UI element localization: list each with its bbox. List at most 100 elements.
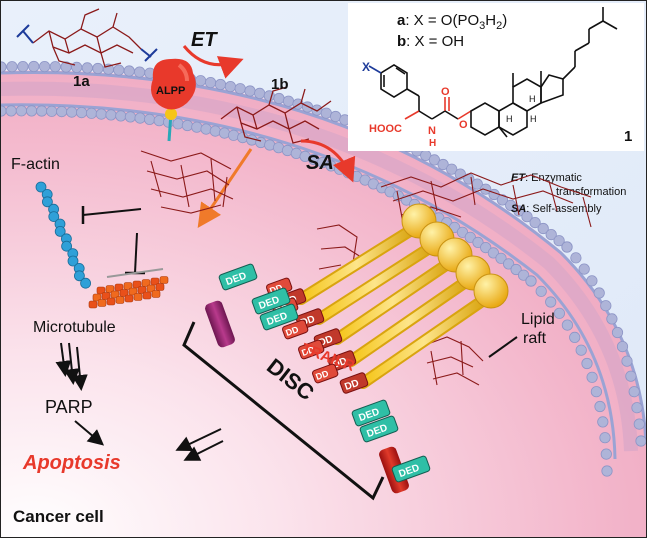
legend-a-close: )	[502, 12, 507, 29]
parp-label: PARP	[45, 397, 93, 417]
lipid-head	[586, 371, 598, 383]
lipid-head	[38, 60, 51, 73]
lipid-head	[244, 85, 256, 97]
tubulin-subunit	[119, 289, 129, 297]
actin-monomer	[54, 225, 66, 237]
actin-monomer	[48, 211, 60, 223]
lipid-head	[545, 229, 557, 241]
sa-key: SA	[511, 203, 526, 215]
lipid-head	[625, 370, 637, 382]
adaptor-dd-label: DD	[284, 324, 300, 338]
lipid-head	[5, 105, 17, 117]
trailr-receptors: DDDDDDDDDDDDDDDDDDDD	[266, 203, 509, 394]
lipid-head	[633, 418, 645, 430]
lipid-head	[578, 263, 590, 275]
tubulin-subunit	[96, 286, 106, 295]
lipid-head	[446, 163, 458, 175]
actin-monomer	[61, 240, 72, 252]
lipid-head	[521, 211, 533, 223]
receptor-ligand-ball	[473, 273, 509, 309]
f-actin-filament	[35, 181, 91, 289]
tubulin-subunit	[106, 297, 116, 306]
compound-1-label: 1	[624, 128, 632, 145]
lipid-head	[153, 115, 165, 127]
lipid-head	[570, 252, 582, 264]
lipid-head	[590, 386, 603, 398]
lipid-head	[228, 129, 240, 141]
lipid-head	[464, 231, 476, 243]
lipid-head	[144, 113, 156, 126]
lipid-head	[510, 263, 522, 276]
lipid-raft-pointer	[488, 336, 518, 358]
lipid-head	[71, 61, 83, 74]
lipid-head	[601, 465, 613, 477]
microtubule-label: Microtubule	[33, 319, 116, 336]
lipid-head	[545, 296, 557, 308]
parp-to-apoptosis-arrow	[74, 420, 105, 446]
adaptor-dd-label: DD	[300, 344, 316, 358]
tubulin-subunit	[151, 290, 161, 298]
lipid-head	[85, 107, 98, 119]
tubulin-subunit	[88, 300, 98, 309]
lipid-head	[209, 125, 221, 137]
lipid-head	[495, 252, 507, 264]
receptor-dd-box	[339, 372, 369, 394]
nanofiber-assembly-raft-top	[380, 172, 592, 228]
lipid-head	[480, 183, 492, 195]
lipid-head	[513, 205, 525, 217]
legend-b-key: b	[397, 33, 406, 50]
tubulin-subunit	[150, 277, 160, 286]
amide-n-label: N	[428, 125, 436, 137]
lipid-head	[218, 127, 231, 139]
tubulin-subunit	[124, 294, 134, 303]
apoptosis-label: Apoptosis	[22, 452, 121, 474]
lipid-head	[535, 285, 547, 297]
sa-arrow	[300, 139, 356, 183]
tubulin-subunit	[146, 284, 156, 293]
sa-label: SA	[306, 152, 334, 174]
lipid-head	[553, 307, 566, 319]
structure-panel	[348, 3, 644, 151]
tubulin-subunit	[132, 280, 142, 289]
lipid-head	[282, 95, 295, 107]
svg-text:b: X = OH: b: X = OH	[397, 33, 464, 50]
tubulin-subunit	[114, 283, 124, 292]
lipid-head	[561, 319, 574, 331]
disc-adaptor-right: DED DED DED	[351, 399, 431, 494]
tubulin-subunit	[141, 279, 151, 287]
adaptor-dd-box	[298, 339, 325, 360]
tubulin-subunit	[101, 292, 111, 300]
actin-monomer	[35, 181, 47, 193]
et-desc-2: transformation	[556, 186, 626, 198]
lipid-head	[134, 112, 146, 124]
svg-text:ET: Enzymatic: ET: Enzymatic	[511, 172, 582, 184]
lipid-head	[472, 236, 484, 248]
tubulin-subunit	[155, 283, 165, 291]
lipid-head	[599, 432, 611, 444]
receptor-stalk-highlight	[359, 295, 489, 387]
lipid-head	[635, 435, 646, 447]
alpp-enzyme	[151, 58, 196, 142]
lipid-head	[191, 121, 203, 133]
lipid-head	[581, 357, 593, 370]
lipid-head	[616, 340, 629, 353]
tubulin-subunit	[105, 285, 115, 293]
lipid-head	[92, 62, 104, 75]
lipid-raft-label-2: raft	[523, 330, 547, 347]
lipid-head	[437, 158, 449, 171]
receptor-stalk-highlight	[333, 259, 453, 343]
cell-interior	[1, 70, 646, 537]
lipid-head	[606, 313, 618, 325]
lipid-head	[611, 326, 624, 339]
lipid-head	[594, 400, 606, 413]
stereo-h-1: H	[529, 94, 536, 104]
microtubule-plus-end	[106, 268, 164, 278]
lipid-head	[56, 106, 68, 118]
molecule-1a	[16, 8, 158, 68]
f-actin-label: F-actin	[11, 156, 60, 173]
lipid-head	[628, 386, 640, 398]
lipid-head	[214, 78, 227, 91]
tubulin-subunit	[97, 299, 107, 307]
lipid-head	[496, 194, 508, 206]
actin-inhibition-line	[82, 208, 142, 216]
